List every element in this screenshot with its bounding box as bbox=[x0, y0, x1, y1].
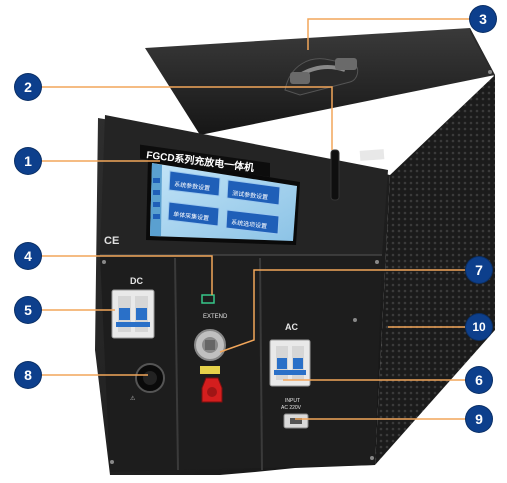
callout-2: 2 bbox=[15, 74, 41, 100]
red-terminal[interactable] bbox=[201, 377, 223, 403]
callout-10: 10 bbox=[466, 314, 492, 340]
callout-5: 5 bbox=[15, 297, 41, 323]
dc-label: DC bbox=[130, 276, 143, 286]
model-label-bar bbox=[140, 144, 270, 177]
probe-antenna bbox=[330, 149, 340, 201]
screen-button-test-params[interactable]: 测试参数设置 bbox=[226, 179, 281, 206]
callout-4: 4 bbox=[15, 243, 41, 269]
extend-port-icon bbox=[201, 294, 215, 304]
callout-7: 7 bbox=[466, 257, 492, 283]
warning-sticker bbox=[359, 149, 385, 161]
carry-handle[interactable] bbox=[284, 58, 359, 96]
dc-breaker[interactable] bbox=[111, 289, 155, 339]
screen-button-system-options[interactable]: 系统选项设置 bbox=[225, 209, 280, 235]
input-voltage: AC 220V bbox=[281, 405, 302, 411]
callout-leaders bbox=[40, 18, 470, 420]
extend-label: EXTEND bbox=[203, 314, 228, 320]
ac-label: AC bbox=[285, 322, 298, 332]
callout-3: 3 bbox=[470, 6, 496, 32]
callout-6: 6 bbox=[466, 367, 492, 393]
callout-1: 1 bbox=[15, 148, 41, 174]
svg-text:⚠: ⚠ bbox=[130, 395, 136, 402]
screen-button-cell-collection[interactable]: 单体采集设置 bbox=[167, 201, 220, 227]
dc-rotary-knob[interactable] bbox=[135, 363, 165, 393]
screen-button-system-params[interactable]: 系统参数设置 bbox=[168, 170, 221, 197]
extend-connector[interactable] bbox=[194, 329, 226, 361]
touch-screen[interactable]: 系统参数设置 测试参数设置 单体采集设置 系统选项设置 bbox=[146, 158, 300, 245]
callout-9: 9 bbox=[466, 406, 492, 432]
ac-breaker[interactable] bbox=[269, 339, 311, 387]
input-label: INPUT bbox=[285, 398, 300, 404]
callout-8: 8 bbox=[15, 362, 41, 388]
ac-power-inlet[interactable] bbox=[283, 413, 309, 429]
ce-mark: CE bbox=[104, 235, 119, 247]
